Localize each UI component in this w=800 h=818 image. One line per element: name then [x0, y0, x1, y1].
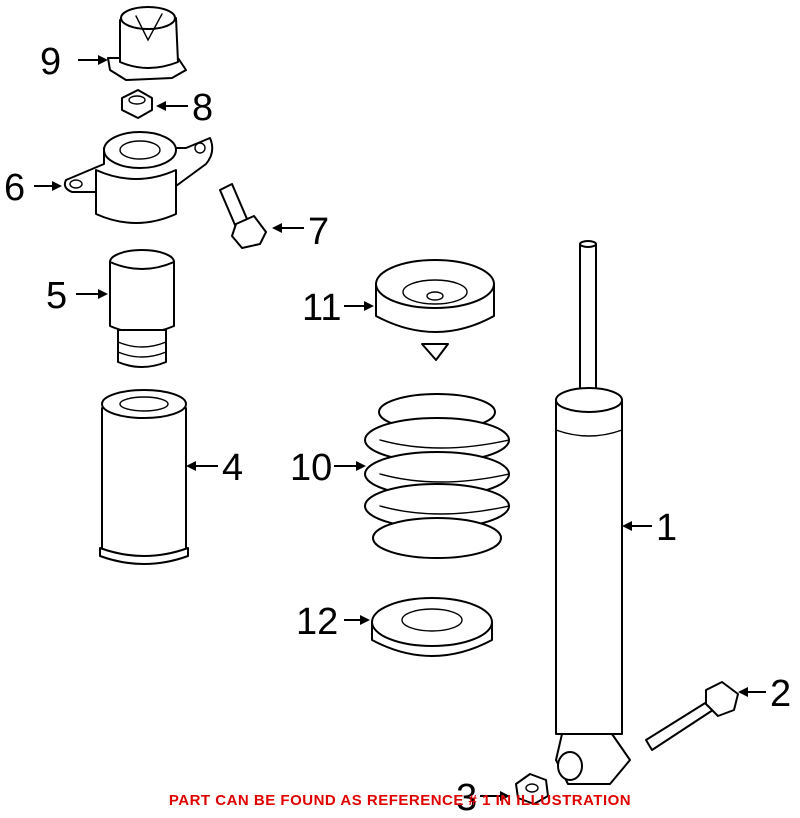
- part-8-nut: [121, 89, 153, 119]
- callout-1: 1: [656, 507, 677, 549]
- part-7-bolt: [219, 183, 267, 249]
- callout-8: 8: [192, 87, 213, 129]
- callout-12: 12: [296, 601, 338, 643]
- part-2-lower-bolt: [645, 681, 739, 751]
- callout-5: 5: [46, 275, 67, 317]
- part-11-spring-seat: [375, 259, 495, 361]
- callout-9: 9: [40, 41, 61, 83]
- callout-6: 6: [4, 167, 25, 209]
- callout-11: 11: [302, 287, 341, 329]
- part-9-bump-cap: [107, 6, 187, 81]
- callout-2: 2: [770, 673, 791, 715]
- part-10-coil-spring: [364, 393, 510, 559]
- reference-note: PART CAN BE FOUND AS REFERENCE # 1 IN IL…: [168, 792, 632, 809]
- callout-3: 3: [456, 777, 477, 818]
- part-1-shock-absorber: [555, 240, 631, 785]
- callout-arrows: [34, 55, 766, 801]
- part-4-dust-boot: [99, 389, 189, 565]
- part-6-upper-mount: [63, 131, 214, 224]
- callout-7: 7: [308, 211, 329, 253]
- part-5-bump-stop: [109, 249, 175, 368]
- callout-4: 4: [222, 447, 243, 489]
- callout-10: 10: [290, 447, 332, 489]
- part-3-lower-nut: [515, 773, 549, 805]
- part-12-lower-seat: [371, 597, 493, 657]
